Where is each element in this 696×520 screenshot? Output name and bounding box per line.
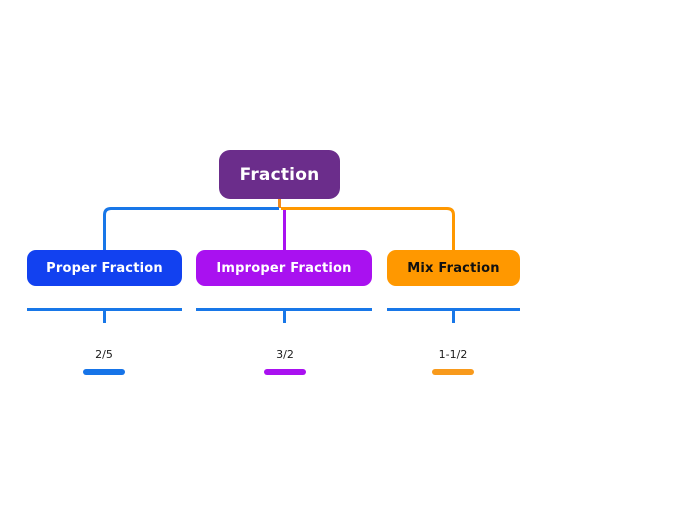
edge-root-to-proper-fraction xyxy=(103,207,279,250)
leaf-label-proper-fraction: 2/5 xyxy=(95,348,113,361)
node-proper-fraction[interactable]: Proper Fraction xyxy=(27,250,182,286)
leaf-mix-fraction[interactable]: 1-1/2 xyxy=(432,349,474,375)
node-root-fraction[interactable]: Fraction xyxy=(219,150,340,199)
edge-root-to-mix-fraction xyxy=(281,207,455,250)
edge-proper-fraction-to-leaf xyxy=(27,308,182,323)
node-improper-fraction[interactable]: Improper Fraction xyxy=(196,250,372,286)
leaf-bar-improper-fraction xyxy=(264,369,306,375)
leaf-label-improper-fraction: 3/2 xyxy=(276,348,294,361)
node-mix-fraction[interactable]: Mix Fraction xyxy=(387,250,520,286)
leaf-bar-mix-fraction xyxy=(432,369,474,375)
edge-mix-fraction-to-leaf xyxy=(387,308,520,323)
leaf-proper-fraction[interactable]: 2/5 xyxy=(83,349,125,375)
edge-improper-fraction-to-leaf xyxy=(196,308,372,323)
leaf-bar-proper-fraction xyxy=(83,369,125,375)
leaf-label-mix-fraction: 1-1/2 xyxy=(438,348,468,361)
leaf-improper-fraction[interactable]: 3/2 xyxy=(264,349,306,375)
